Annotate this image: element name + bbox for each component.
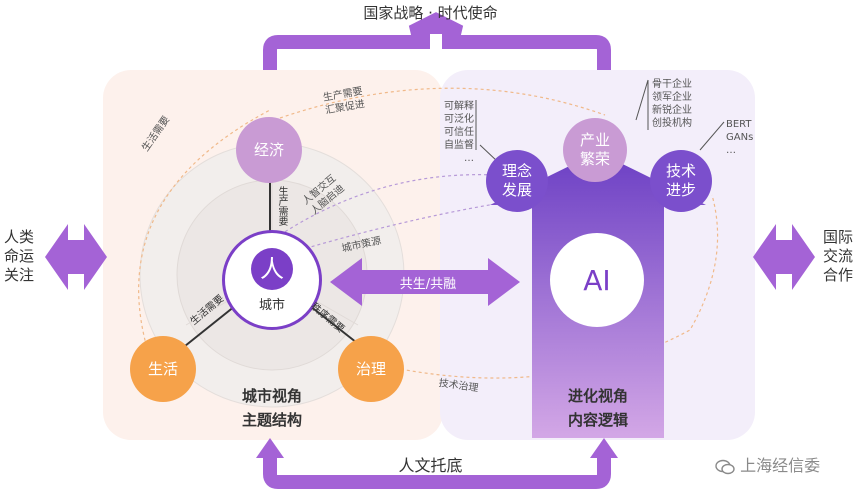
concept-list-item: 可泛化 bbox=[444, 114, 474, 125]
industry-list-item: 领军企业 bbox=[652, 92, 692, 103]
center-char: 人 bbox=[251, 247, 293, 290]
bottom-arrow bbox=[263, 452, 611, 489]
center-arrow-label: 共生/共融 bbox=[399, 277, 457, 292]
tech-list-item: BERT bbox=[726, 119, 752, 130]
ai-circle: AI bbox=[550, 233, 644, 327]
connector-production bbox=[279, 87, 606, 119]
industry-list-item: 新锐企业 bbox=[652, 105, 692, 116]
top-arrow-head bbox=[412, 16, 460, 34]
industry-list: 骨干企业领军企业新锐企业创投机构 bbox=[652, 78, 692, 130]
bottom-arrow-head-left bbox=[256, 438, 284, 458]
left-side-label: 人类 命运 关注 bbox=[4, 228, 35, 284]
spoke-label-production: 生产需要 bbox=[276, 186, 287, 226]
tech-list-item: … bbox=[726, 145, 736, 156]
tech-list-item: GANs bbox=[726, 132, 754, 143]
industry-list-item: 创投机构 bbox=[652, 118, 692, 129]
center-double-arrow bbox=[330, 258, 520, 306]
concept-list-item: 可解释 bbox=[444, 101, 474, 112]
tech-list: BERT GANs … bbox=[726, 118, 753, 157]
right-side-label: 国际 交流 合作 bbox=[823, 228, 854, 284]
right-double-arrow bbox=[753, 224, 815, 290]
connector-human-ai bbox=[279, 174, 496, 236]
wechat-icon bbox=[715, 459, 735, 475]
spoke-life bbox=[179, 301, 241, 351]
right-panel-title-2: 内容逻辑 bbox=[567, 411, 628, 429]
center-node-city: 人 城市 bbox=[222, 230, 322, 330]
left-panel-title-1: 城市视角 bbox=[241, 387, 302, 405]
node-concept: 理念 发展 bbox=[486, 150, 548, 212]
connector-tech-governance bbox=[394, 194, 719, 379]
concept-list-item: … bbox=[464, 153, 474, 164]
node-governance: 治理 bbox=[338, 336, 404, 402]
node-economy: 经济 bbox=[236, 117, 302, 183]
node-tech: 技术 进步 bbox=[650, 150, 712, 212]
concept-list-item: 自监督 bbox=[444, 140, 474, 151]
node-industry: 产业 繁荣 bbox=[563, 118, 627, 182]
left-double-arrow bbox=[45, 224, 107, 290]
node-life: 生活 bbox=[130, 336, 196, 402]
left-panel-title-2: 主题结构 bbox=[241, 411, 302, 429]
right-panel-title-1: 进化视角 bbox=[567, 387, 628, 405]
industry-list-item: 骨干企业 bbox=[652, 79, 692, 90]
top-title: 国家战略 · 时代使命 bbox=[363, 4, 498, 22]
bottom-title: 人文托底 bbox=[398, 456, 463, 475]
watermark-text: 上海经信委 bbox=[740, 456, 821, 475]
center-label: 城市 bbox=[258, 297, 285, 313]
bottom-arrow-head-right bbox=[590, 438, 618, 458]
connector-life-needs bbox=[138, 109, 271, 359]
concept-list-item: 可信任 bbox=[444, 127, 474, 138]
watermark: 上海经信委 bbox=[715, 452, 820, 476]
concept-list: 可解释可泛化可信任自监督 … bbox=[444, 100, 474, 165]
